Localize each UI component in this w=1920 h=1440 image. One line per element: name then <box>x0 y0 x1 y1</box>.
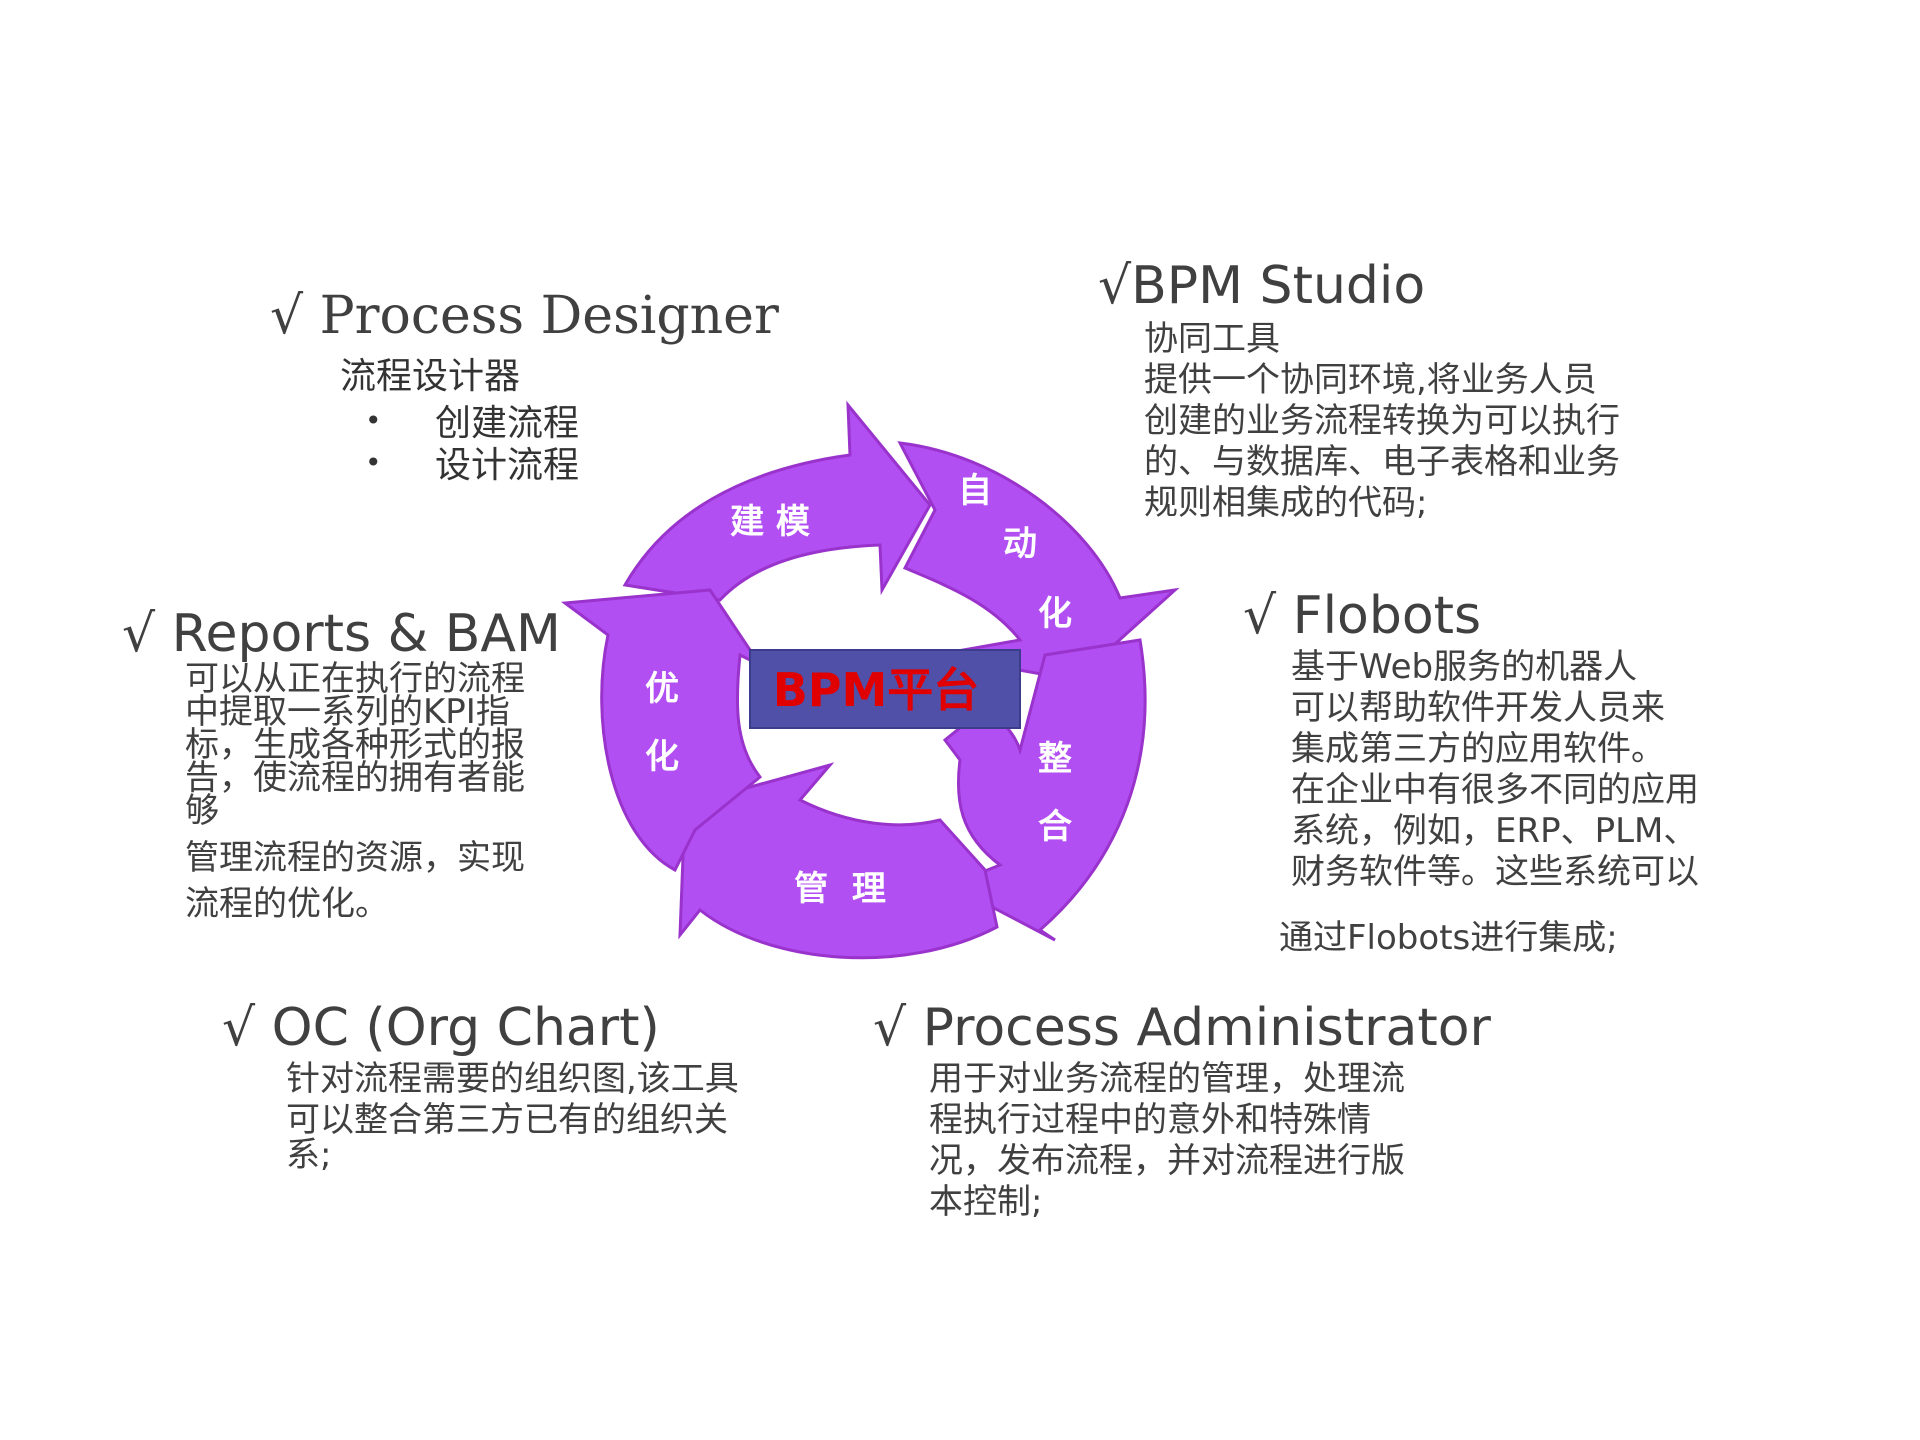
segment-label-management: 管 理 <box>794 869 886 909</box>
bullet-icon: • <box>365 445 382 479</box>
text-line: 基于Web服务的机器人 <box>1291 647 1638 688</box>
segment-label-integration-2: 合 <box>1038 807 1072 847</box>
text-line: 管理流程的资源，实现 <box>185 838 525 879</box>
center-box <box>749 649 1021 729</box>
text-line: 系统，例如，ERP、PLM、 <box>1291 811 1698 852</box>
process-designer-title: √ Process Designer <box>270 286 779 346</box>
reports-bam-desc: 可以从正在执行的流程 中提取一系列的KPI指 标，生成各种形式的报 告，使流程的… <box>185 659 561 925</box>
oc-desc: 针对流程需要的组织图,该工具 可以整合第三方已有的组织关 系; <box>286 1059 739 1176</box>
text-line: 够 <box>185 791 219 832</box>
flobots-desc: 基于Web服务的机器人 可以帮助软件开发人员来 集成第三方的应用软件。 在企业中… <box>1291 647 1699 893</box>
list-item: • 创建流程 <box>365 399 779 444</box>
arrow-automation <box>897 441 1180 682</box>
process-designer-subtitle: 流程设计器 <box>340 356 521 398</box>
reports-bam-block: √ Reports & BAM 可以从正在执行的流程 中提取一系列的KPI指 标… <box>122 604 561 925</box>
arrow-modeling <box>622 400 932 602</box>
text-line: 中提取一系列的KPI指 <box>185 692 510 733</box>
oc-block: √ OC (Org Chart) 针对流程需要的组织图,该工具 可以整合第三方已… <box>222 998 739 1176</box>
arrow-management <box>678 762 999 960</box>
text-line: 协同工具 <box>1144 319 1280 360</box>
text-line: 程执行过程中的意外和特殊情 <box>929 1100 1371 1141</box>
segment-label-modeling: 建 模 <box>730 502 810 542</box>
text-line: 可以从正在执行的流程 <box>185 659 525 700</box>
bpm-studio-desc: 协同工具 提供一个协同环境,将业务人员 创建的业务流程转换为可以执行 的、与数据… <box>1144 319 1620 524</box>
bullet-text: 设计流程 <box>435 445 580 487</box>
text-line: 财务软件等。这些系统可以 <box>1291 852 1699 893</box>
process-designer-bullet-list: • 创建流程 • 设计流程 <box>365 399 779 486</box>
bpm-studio-block: √BPM Studio 协同工具 提供一个协同环境,将业务人员 创建的业务流程转… <box>1098 256 1620 524</box>
segment-label-automation-3: 化 <box>1038 594 1072 634</box>
bullet-text: 创建流程 <box>435 403 580 445</box>
segment-label-integration-1: 整 <box>1038 739 1072 779</box>
segment-label-optimize-2: 化 <box>645 737 679 777</box>
center-label: BPM平台 <box>773 663 980 717</box>
text-line: 况，发布流程，并对流程进行版 <box>929 1141 1405 1182</box>
text-line: 创建的业务流程转换为可以执行 <box>1144 401 1620 442</box>
reports-bam-title: √ Reports & BAM <box>122 604 561 664</box>
flobots-block: √ Flobots 基于Web服务的机器人 可以帮助软件开发人员来 集成第三方的… <box>1243 586 1699 959</box>
arrow-optimize <box>560 588 765 873</box>
text-line: 系; <box>286 1135 332 1176</box>
flobots-last-line: 通过Flobots进行集成; <box>1279 918 1618 959</box>
flobots-title: √ Flobots <box>1243 586 1482 646</box>
segment-label-automation-1: 自 <box>958 471 992 511</box>
oc-title: √ OC (Org Chart) <box>222 998 660 1058</box>
text-line: 可以帮助软件开发人员来 <box>1291 688 1665 729</box>
list-item: • 设计流程 <box>365 441 779 486</box>
text-line: 在企业中有很多不同的应用 <box>1291 770 1699 811</box>
text-line: 流程的优化。 <box>185 884 389 925</box>
text-line: 规则相集成的代码; <box>1144 483 1428 524</box>
text-line: 集成第三方的应用软件。 <box>1291 729 1665 770</box>
text-line: 针对流程需要的组织图,该工具 <box>286 1059 739 1100</box>
text-line: 标，生成各种形式的报 <box>185 725 525 766</box>
text-line: 本控制; <box>929 1182 1043 1223</box>
text-line: 可以整合第三方已有的组织关 <box>286 1100 728 1141</box>
bullet-icon: • <box>365 403 382 437</box>
process-admin-block: √ Process Administrator 用于对业务流程的管理，处理流 程… <box>873 998 1491 1223</box>
segment-label-automation-2: 动 <box>1003 524 1037 564</box>
process-admin-title: √ Process Administrator <box>873 998 1491 1058</box>
text-line: 告，使流程的拥有者能 <box>185 758 525 799</box>
bpm-studio-title: √BPM Studio <box>1098 256 1426 316</box>
segment-label-optimize-1: 优 <box>645 669 679 709</box>
text-line: 提供一个协同环境,将业务人员 <box>1144 360 1597 401</box>
text-line: 用于对业务流程的管理，处理流 <box>929 1059 1405 1100</box>
process-admin-desc: 用于对业务流程的管理，处理流 程执行过程中的意外和特殊情 况，发布流程，并对流程… <box>929 1059 1491 1223</box>
process-designer-block: √ Process Designer 流程设计器 • 创建流程 • 设计流程 <box>270 286 779 486</box>
text-line: 的、与数据库、电子表格和业务 <box>1144 442 1620 483</box>
